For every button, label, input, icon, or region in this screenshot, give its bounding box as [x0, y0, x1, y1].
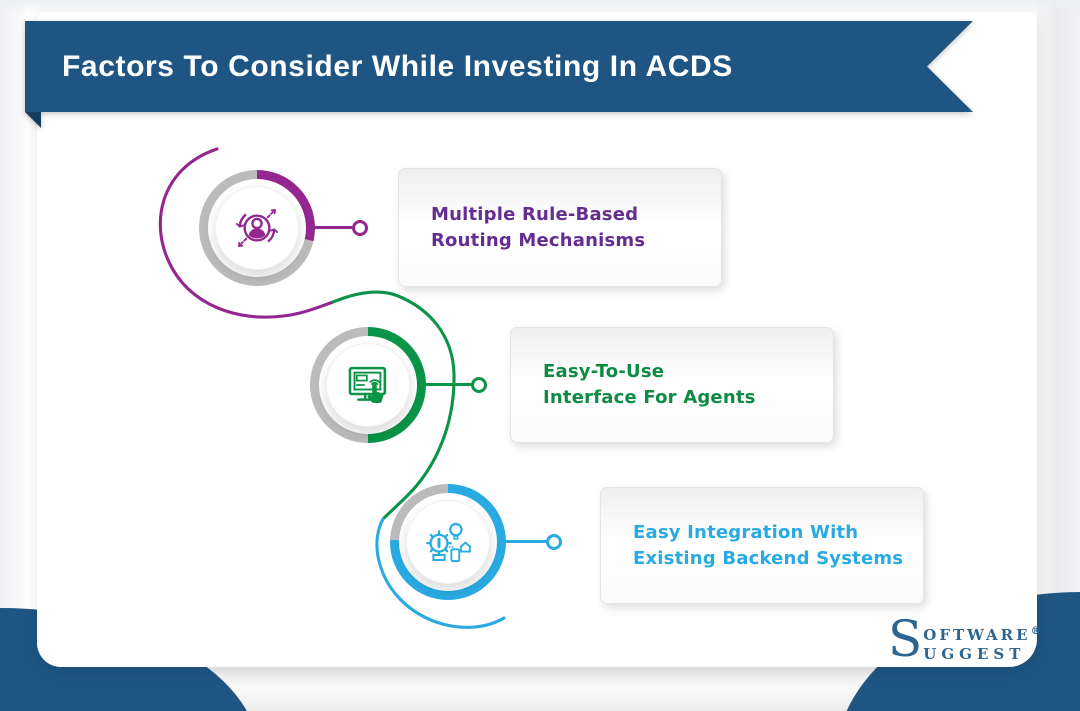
connector-line: [313, 226, 352, 229]
step-circle-1: [199, 170, 368, 286]
routing-person-icon: [235, 209, 279, 247]
page-top-fade: [0, 0, 1080, 14]
label-box-3: Easy Integration With Existing Backend S…: [600, 487, 924, 604]
connector-line: [504, 540, 546, 543]
ribbon-shape: [25, 21, 973, 112]
label-line-1: Multiple Rule-Based: [431, 203, 639, 225]
ribbon-banner: [25, 21, 973, 128]
icon-disc-1: [215, 186, 299, 270]
logo-big-s: S: [888, 610, 923, 668]
software-suggest-logo: S OFTWARE® UGGEST: [888, 610, 1041, 668]
label-line-2: Routing Mechanisms: [431, 229, 646, 251]
connector-dot: [352, 219, 368, 236]
label-box-2: Easy-To-Use Interface For Agents: [510, 327, 834, 443]
step-circle-2: [310, 327, 487, 443]
content-card: Multiple Rule-Based Routing Mechanisms E…: [37, 12, 1041, 667]
icon-disc-3: [406, 500, 490, 584]
logo-wordmark: OFTWARE® UGGEST: [923, 622, 1040, 663]
label-box-1: Multiple Rule-Based Routing Mechanisms: [398, 168, 722, 287]
connector-dot: [471, 376, 487, 393]
page-title: Factors To Consider While Investing In A…: [62, 49, 733, 83]
connector-1: [313, 219, 368, 236]
page-left-margin: [0, 0, 25, 711]
connector-dot: [546, 533, 562, 550]
monitor-click-icon: [348, 366, 387, 403]
registered-mark: ®: [1030, 626, 1041, 637]
label-line-1: Easy-To-Use: [543, 361, 665, 382]
label-line-2: Existing Backend Systems: [633, 547, 904, 569]
connector-line: [424, 383, 471, 386]
logo-line-oftware: OFTWARE®: [923, 626, 1041, 644]
label-line-1: Easy Integration With: [633, 521, 859, 543]
connector-2: [424, 376, 487, 393]
label-line-2: Interface For Agents: [543, 387, 756, 408]
logo-line-uggest: UGGEST: [923, 645, 1026, 663]
step-circle-3: [390, 484, 562, 600]
connector-3: [504, 533, 562, 550]
icon-disc-2: [326, 343, 410, 427]
integration-gear-icon: [426, 522, 471, 563]
ribbon-fold: [25, 112, 41, 128]
